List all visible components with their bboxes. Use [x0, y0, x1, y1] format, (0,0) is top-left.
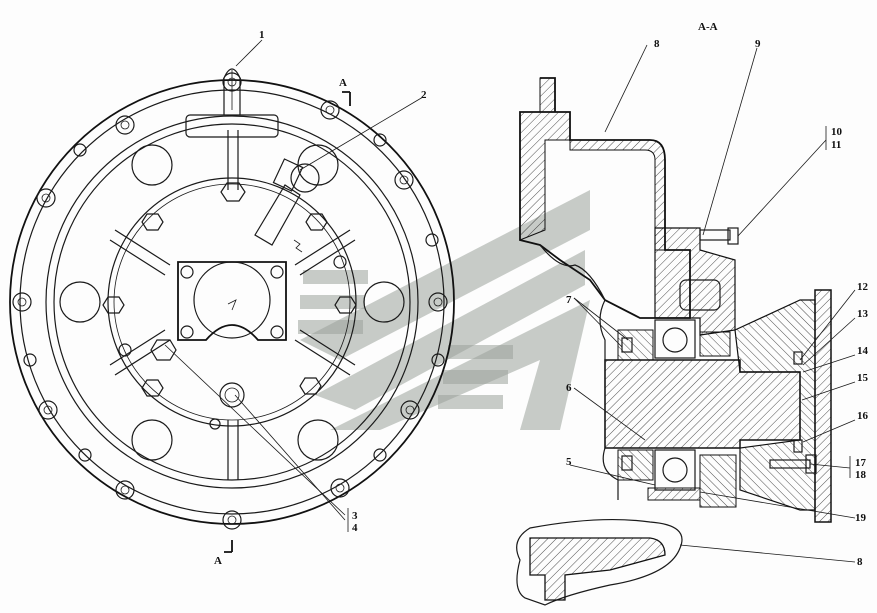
upper-bearing: [617, 319, 731, 361]
lower-bearing: [617, 449, 737, 508]
section-mark-bottom: A: [214, 555, 222, 567]
callout-17: 17: [855, 457, 867, 469]
housing-bolt: [699, 227, 739, 245]
callout-18: 18: [855, 469, 867, 481]
flywheel-housing-front-view: [9, 68, 455, 553]
callout-11: 11: [831, 139, 841, 151]
callout-12: 12: [857, 281, 869, 293]
callout-8-lower: 8: [857, 556, 863, 568]
callout-10: 10: [831, 126, 843, 138]
radial-ribs: [109, 130, 356, 480]
leader-lines: [164, 39, 856, 563]
callout-13: 13: [857, 308, 869, 320]
callout-1: 1: [259, 29, 265, 41]
lifting-eye: [185, 68, 279, 138]
section-mark-top: A: [339, 77, 347, 89]
callout-19: 19: [855, 512, 867, 524]
callout-2: 2: [421, 89, 427, 101]
callout-8-upper: 8: [654, 38, 660, 50]
section-view-a-a: [516, 77, 832, 606]
callout-4: 4: [352, 522, 358, 534]
callout-14: 14: [857, 345, 869, 357]
callout-labels: A-A A A 1 2 3 4 5 6 7 8 8 9 10 11 12 13 …: [214, 21, 869, 568]
callout-6: 6: [566, 382, 572, 394]
inner-bolts: [102, 182, 357, 430]
section-line-a: [224, 91, 351, 553]
callout-3: 3: [352, 510, 358, 522]
callout-7: 7: [566, 294, 572, 306]
company-logo-watermark: [298, 190, 590, 430]
callout-16: 16: [857, 410, 869, 422]
section-title: A-A: [698, 21, 718, 33]
callout-5: 5: [566, 456, 572, 468]
callout-15: 15: [857, 372, 869, 384]
callout-9: 9: [755, 38, 761, 50]
center-flange: [177, 261, 287, 341]
inspection-plug: [254, 158, 320, 253]
